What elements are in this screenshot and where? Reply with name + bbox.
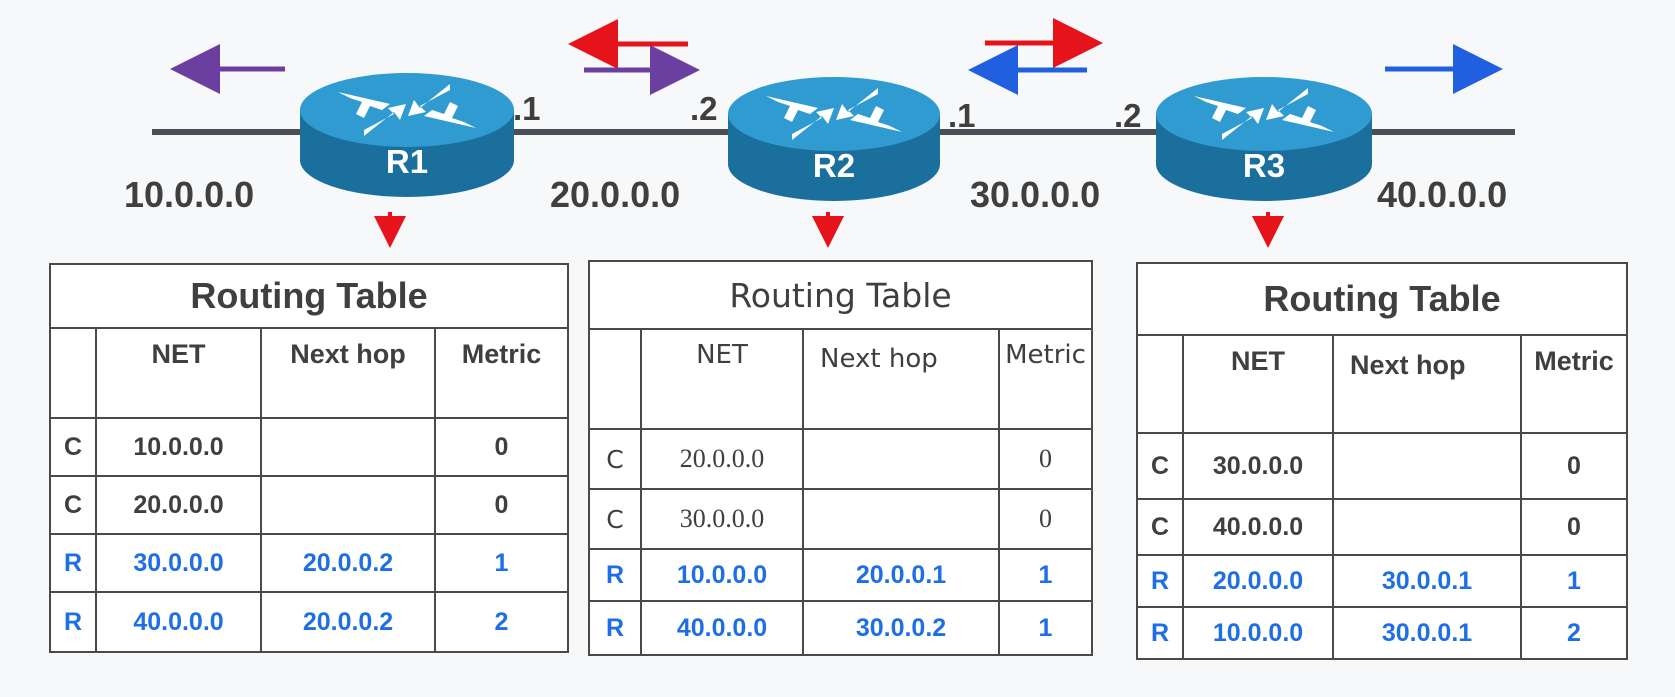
route-net: 40.0.0.0: [1182, 498, 1334, 556]
header-code: [588, 328, 642, 430]
table-row: R 30.0.0.0 20.0.0.2 1: [49, 533, 569, 593]
route-code: C: [1136, 498, 1184, 556]
route-next-hop: 30.0.0.2: [802, 600, 1000, 656]
table-row: C 40.0.0.0 0: [1136, 498, 1628, 556]
table-row: R 40.0.0.0 20.0.0.2 2: [49, 591, 569, 653]
router-label: R3: [1243, 147, 1285, 184]
header-metric: Metric: [434, 327, 569, 419]
route-next-hop: [260, 417, 436, 477]
route-next-hop: 20.0.0.1: [802, 548, 1000, 602]
routing-table-r2: Routing Table NET Next hop Metric C 20.0…: [588, 260, 1093, 656]
routing-table-r3: Routing Table NET Next hop Metric C 30.0…: [1136, 262, 1628, 660]
route-net: 30.0.0.0: [1182, 432, 1334, 500]
routing-table-r1: Routing Table NET Next hop Metric C 10.0…: [49, 263, 569, 653]
header-code: [1136, 334, 1184, 434]
table-row: R 10.0.0.0 20.0.0.1 1: [588, 548, 1093, 602]
route-net: 20.0.0.0: [1182, 554, 1334, 608]
route-metric: 1: [1520, 554, 1628, 608]
router-label: R1: [386, 143, 428, 180]
route-next-hop: 30.0.0.1: [1332, 554, 1522, 608]
route-next-hop: [802, 488, 1000, 550]
table-row: C 30.0.0.0 0: [588, 488, 1093, 550]
route-metric: 0: [998, 488, 1093, 550]
table-row: R 40.0.0.0 30.0.0.2 1: [588, 600, 1093, 656]
header-metric: Metric: [1520, 334, 1628, 434]
route-code: C: [49, 475, 97, 535]
route-net: 10.0.0.0: [640, 548, 804, 602]
route-code: C: [588, 488, 642, 550]
header-next-hop: Next hop: [1332, 334, 1522, 434]
route-code: C: [588, 428, 642, 490]
router-r3: R3: [1156, 77, 1372, 201]
router-r1: R1: [300, 73, 514, 197]
network-label-1: 10.0.0.0: [124, 174, 255, 215]
route-code: R: [1136, 606, 1184, 660]
route-metric: 0: [434, 475, 569, 535]
route-net: 10.0.0.0: [95, 417, 262, 477]
network-label-2: 20.0.0.0: [550, 174, 681, 215]
routing-table-title: Routing Table: [588, 260, 1093, 330]
route-net: 30.0.0.0: [95, 533, 262, 593]
route-metric: 0: [1520, 498, 1628, 556]
interface-label-r2-right: .1: [948, 97, 976, 134]
router-label: R2: [813, 147, 855, 184]
header-net: NET: [1182, 334, 1334, 434]
route-net: 20.0.0.0: [640, 428, 804, 490]
route-metric: 1: [998, 600, 1093, 656]
route-code: C: [1136, 432, 1184, 500]
route-net: 20.0.0.0: [95, 475, 262, 535]
header-next-hop: Next hop: [802, 328, 1000, 430]
route-next-hop: [1332, 432, 1522, 500]
table-row: C 30.0.0.0 0: [1136, 432, 1628, 500]
header-net: NET: [640, 328, 804, 430]
network-label-3: 30.0.0.0: [970, 174, 1101, 215]
table-row: C 20.0.0.0 0: [49, 475, 569, 535]
router-arrows-icon: [1194, 88, 1334, 140]
route-metric: 1: [998, 548, 1093, 602]
network-label-4: 40.0.0.0: [1377, 174, 1508, 215]
route-net: 40.0.0.0: [95, 591, 262, 653]
route-net: 30.0.0.0: [640, 488, 804, 550]
route-metric: 2: [1520, 606, 1628, 660]
route-metric: 0: [1520, 432, 1628, 500]
routing-table-title: Routing Table: [1136, 262, 1628, 336]
router-arrows-icon: [766, 88, 902, 140]
route-metric: 2: [434, 591, 569, 653]
route-next-hop: 30.0.0.1: [1332, 606, 1522, 660]
interface-label-r2-left: .2: [690, 90, 718, 127]
interface-label-r3-left: .2: [1114, 97, 1142, 134]
table-row: R 10.0.0.0 30.0.0.1 2: [1136, 606, 1628, 660]
route-code: R: [49, 591, 97, 653]
route-code: R: [588, 548, 642, 602]
route-net: 40.0.0.0: [640, 600, 804, 656]
routing-table-title: Routing Table: [49, 263, 569, 329]
table-row: C 20.0.0.0 0: [588, 428, 1093, 490]
header-net: NET: [95, 327, 262, 419]
router-r2: R2: [728, 77, 940, 201]
route-next-hop: [802, 428, 1000, 490]
route-metric: 0: [998, 428, 1093, 490]
route-next-hop: [1332, 498, 1522, 556]
route-code: R: [1136, 554, 1184, 608]
route-net: 10.0.0.0: [1182, 606, 1334, 660]
header-metric: Metric: [998, 328, 1093, 430]
router-arrows-icon: [338, 84, 476, 136]
table-row: R 20.0.0.0 30.0.0.1 1: [1136, 554, 1628, 608]
header-code: [49, 327, 97, 419]
route-code: C: [49, 417, 97, 477]
route-metric: 1: [434, 533, 569, 593]
route-next-hop: 20.0.0.2: [260, 591, 436, 653]
header-next-hop: Next hop: [260, 327, 436, 419]
route-next-hop: 20.0.0.2: [260, 533, 436, 593]
interface-label-r1-right: .1: [513, 90, 541, 127]
route-code: R: [49, 533, 97, 593]
route-next-hop: [260, 475, 436, 535]
route-code: R: [588, 600, 642, 656]
table-row: C 10.0.0.0 0: [49, 417, 569, 477]
route-metric: 0: [434, 417, 569, 477]
